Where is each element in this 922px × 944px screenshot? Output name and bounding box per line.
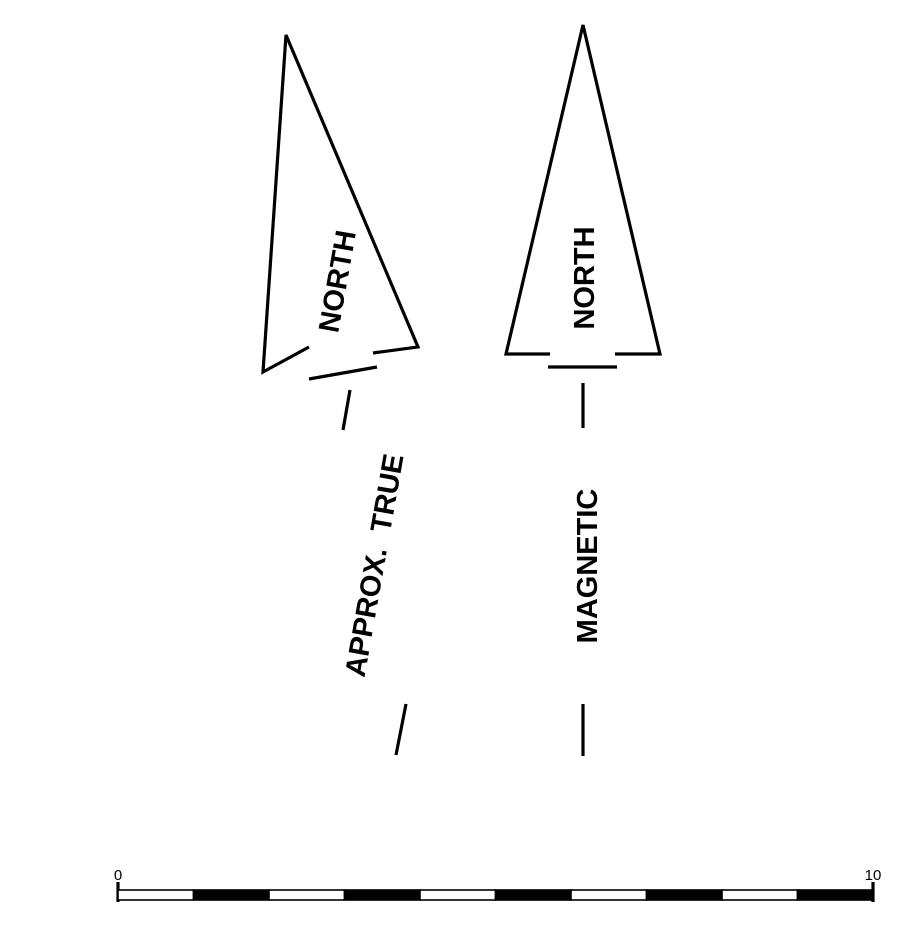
scale-bar-segment	[268, 889, 346, 901]
scale-bar-segment	[494, 889, 572, 901]
true-north-arrowhead-outline	[261, 34, 421, 375]
magnetic-north-arrowhead-outline	[503, 24, 663, 356]
magnetic-north-head-label: NORTH	[569, 226, 601, 329]
true-north-base-line	[308, 365, 378, 381]
scale-bar-segment	[645, 889, 723, 901]
scale-bar-segment	[419, 889, 497, 901]
magnetic-north-arrow: NORTH MAGNETIC	[503, 24, 663, 756]
scale-bar-segment	[117, 889, 195, 901]
true-north-shaft-upper	[341, 389, 352, 431]
scale-bar-segment	[570, 889, 648, 901]
scale-bar-segment	[796, 889, 874, 901]
true-north-shaft-lower	[394, 703, 408, 756]
scale-bar-end-label: 10	[865, 867, 882, 884]
true-north-shaft-label: APPROX. TRUE	[340, 452, 411, 680]
scale-bar-segment	[721, 889, 799, 901]
scale-bar-segment	[343, 889, 421, 901]
scale-bar-segments	[117, 889, 874, 901]
scale-bar: 0 10	[114, 867, 882, 902]
true-north-arrow: NORTH APPROX. TRUE	[261, 34, 421, 756]
scale-bar-start-label: 0	[114, 867, 122, 884]
scale-bar-segment	[192, 889, 270, 901]
true-north-head-label: NORTH	[313, 228, 362, 335]
magnetic-north-shaft-label: MAGNETIC	[572, 489, 604, 644]
